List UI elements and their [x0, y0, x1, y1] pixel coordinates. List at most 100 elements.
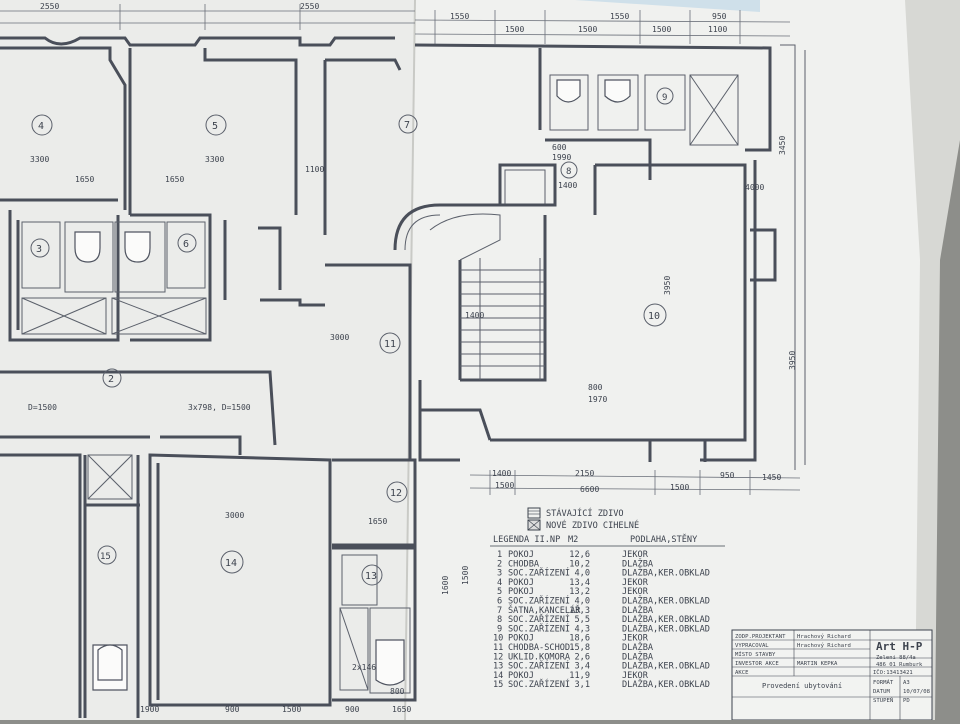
dim-room10-h: 3950 — [663, 276, 672, 295]
dim-stair-w: 1400 — [465, 311, 484, 320]
legend-row-name: SOC.ZAŘÍZENÍ — [508, 678, 570, 690]
dim-side-b: 1600 — [441, 576, 450, 595]
title-block-meta-value: A3 — [903, 680, 910, 686]
dim-win-a: 3x798, D=1500 — [188, 403, 251, 412]
dim-bottom-mid: 900 — [225, 705, 240, 714]
legend-row-num: 3 — [497, 569, 502, 579]
legend-row-num: 2 — [497, 559, 502, 569]
legend-row-num: 8 — [497, 615, 502, 625]
legend-row-num: 6 — [497, 597, 502, 607]
legend-row-num: 4 — [497, 578, 502, 588]
stair-treads — [460, 258, 545, 380]
bathroom-6-walls — [166, 221, 206, 289]
dim-room14-w: 3000 — [225, 511, 244, 520]
dim-top-sub-1: 1500 — [505, 25, 524, 34]
dim-door-a2: 1990 — [552, 153, 571, 162]
dim-top-4: 1550 — [610, 12, 629, 21]
room-markers: 11 2 3 4 5 6 7 8 9 10 12 13 14 15 — [30, 87, 674, 586]
dim-bottom-right2: 1650 — [392, 705, 411, 714]
title-block-value: Hrachový Richard — [797, 642, 851, 649]
legend-row-finish: DLAŽBA,KER.OBKLAD — [622, 595, 710, 607]
legend-row-finish: DLAŽBA,KER.OBKLAD — [622, 567, 710, 579]
legend-row-name: SOC.ZAŘÍZENÍ — [508, 567, 570, 579]
title-block-label: INVESTOR AKCE — [735, 661, 779, 667]
svg-text:5: 5 — [212, 121, 218, 132]
bathroom-3-walls — [21, 221, 61, 289]
wc-fixture — [556, 79, 581, 103]
title-block-label: AKCE — [735, 670, 749, 676]
legend-row-num: 13 — [493, 662, 503, 672]
svg-text:10: 10 — [648, 311, 660, 322]
legend-row-finish: DLAŽBA,KER.OBKLAD — [622, 660, 710, 672]
room-marker-7: 7 — [398, 114, 418, 134]
legend-row-name: SOC.ZAŘÍZENÍ — [508, 660, 570, 672]
legend-row-area: 13,2 — [569, 587, 590, 597]
room-marker-1: 11 — [379, 332, 401, 354]
paper-left-half — [0, 0, 415, 720]
title-block-label: VYPRACOVAL — [735, 643, 769, 649]
dim-room5-w: 3300 — [205, 155, 224, 164]
paper-edge-shadow — [905, 0, 960, 720]
dim-right-h2: 3950 — [788, 351, 797, 370]
legend-row-name: POKOJ — [508, 587, 534, 597]
room-marker-8: 8 — [560, 161, 578, 179]
room-marker-14: 14 — [220, 550, 244, 574]
firm-address-2: 486 01 Rumburk — [876, 662, 923, 668]
dim-bottom-sub-2: 1500 — [670, 483, 689, 492]
bathroom-13-walls — [341, 554, 378, 606]
dim-top-sub-2: 1500 — [578, 25, 597, 34]
dim-bottom-2: 2150 — [575, 469, 594, 478]
wc-fixture — [97, 644, 123, 681]
legend-row-area: 15,8 — [569, 643, 590, 653]
svg-text:14: 14 — [225, 558, 237, 569]
dim-left-sub: 1650 — [75, 175, 94, 184]
legend-row-name: SOC.ZAŘÍZENÍ — [508, 622, 570, 634]
dim-bottom-total: 6600 — [580, 485, 599, 494]
legend-swatch-existing — [527, 507, 541, 519]
dim-door-b2: 1970 — [588, 395, 607, 404]
firm-ico: IČO:13413421 — [873, 669, 913, 676]
legend-row-num: 12 — [493, 652, 503, 662]
legend-row-area: 5,5 — [574, 615, 590, 625]
legend-header-area: M2 — [568, 535, 578, 545]
legend-row-num: 15 — [493, 680, 503, 690]
dim-bottom-3: 950 — [720, 471, 735, 480]
legend-key-existing: STÁVAJÍCÍ ZDIVO — [546, 507, 624, 519]
blue-sheet-corner — [575, 0, 760, 12]
legend-row-finish: JEKOR — [622, 587, 649, 597]
title-block-meta-value: 10/07/08 — [903, 689, 931, 695]
legend-row-name: UKLID.KOMORA — [508, 652, 571, 662]
legend-row-finish: JEKOR — [622, 671, 649, 681]
dim-small-b: 800 — [390, 687, 405, 696]
dim-bottom-4: 1450 — [762, 473, 781, 482]
svg-text:15: 15 — [100, 552, 111, 562]
legend-row-finish: DLAŽBA,KER.OBKLAD — [622, 622, 710, 634]
room-marker-5: 5 — [205, 114, 227, 136]
legend-row-area: 12,6 — [569, 550, 590, 560]
legend-row-area: 11,9 — [569, 671, 590, 681]
dim-top-sub-3: 1500 — [652, 25, 671, 34]
dim-win-b: D=1500 — [28, 403, 57, 412]
legend-row-num: 9 — [497, 624, 502, 634]
room-marker-4: 4 — [31, 114, 53, 136]
legend-row-area: 10,2 — [569, 559, 590, 569]
svg-text:7: 7 — [404, 120, 410, 131]
dim-bottom-mid2: 1500 — [282, 705, 301, 714]
legend-row-area: 3,1 — [574, 680, 590, 690]
legend-row-finish: JEKOR — [622, 578, 649, 588]
legend-header-name: LEGENDA II.NP — [493, 535, 560, 545]
dim-bottom-right: 900 — [345, 705, 360, 714]
svg-text:13: 13 — [365, 571, 377, 582]
firm-name: Art H-P — [876, 640, 923, 653]
legend-row-name: POKOJ — [508, 634, 534, 644]
room-marker-2: 2 — [102, 368, 122, 388]
